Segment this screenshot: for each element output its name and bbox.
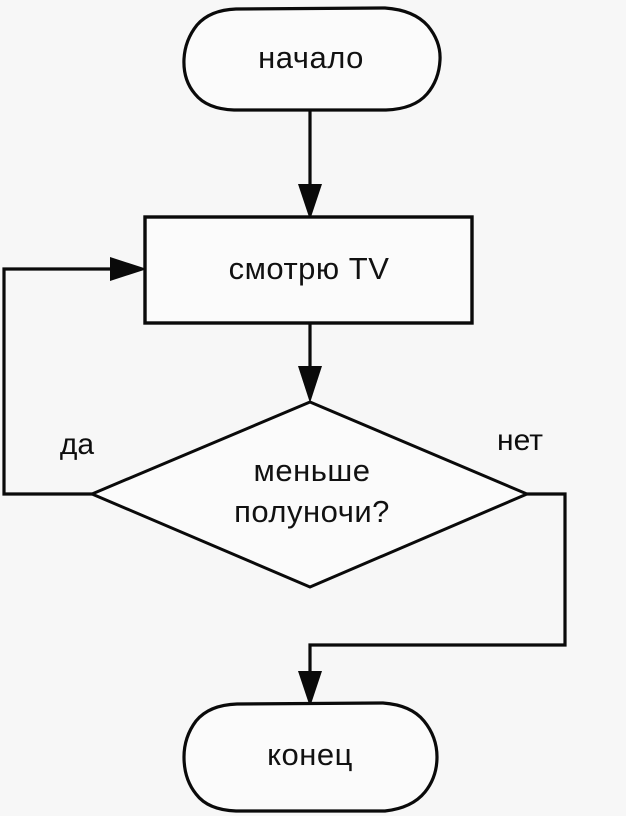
connector-yes-loop-back — [2, 257, 147, 496]
decision-label-line1: меньше — [254, 453, 371, 488]
connector-process-to-decision — [298, 323, 322, 403]
arrowhead-right-to-process — [110, 257, 147, 281]
start-terminator-shape — [182, 6, 442, 112]
branch-label-no: нет — [497, 424, 543, 457]
connector-no-to-end — [298, 492, 567, 707]
arrowhead-down-to-process — [298, 184, 322, 220]
node-start[interactable]: начало — [182, 6, 442, 112]
decision-label-line2: полуночи? — [234, 494, 390, 529]
node-decision[interactable]: меньше полуночи? — [88, 400, 531, 589]
process-label: смотрю TV — [229, 251, 390, 286]
decision-diamond-shape — [88, 400, 531, 589]
branch-label-yes: да — [60, 428, 95, 461]
connector-start-to-process — [298, 110, 322, 220]
process-box-shape — [143, 215, 474, 325]
start-label: начало — [258, 40, 364, 75]
node-end[interactable]: конец — [182, 701, 439, 813]
arrowhead-down-to-end — [298, 671, 322, 707]
node-process[interactable]: смотрю TV — [143, 215, 474, 325]
end-label: конец — [267, 737, 353, 772]
arrowhead-down-to-decision — [298, 366, 322, 403]
end-terminator-shape — [182, 701, 439, 813]
